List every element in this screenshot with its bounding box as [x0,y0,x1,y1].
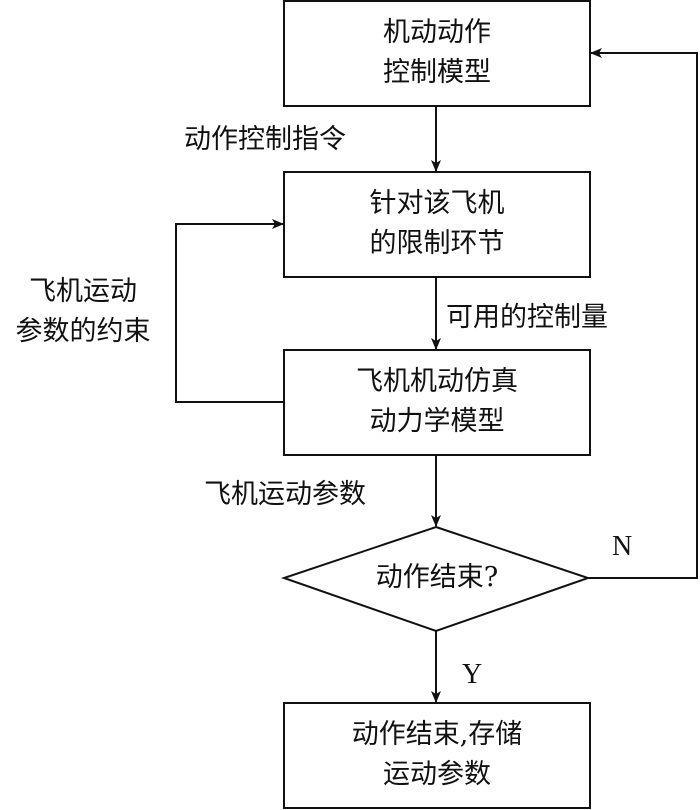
edge-label-available-control: 可用的控制量 [446,302,608,333]
edge-label-yes: Y [462,659,483,690]
node-store-line1: 动作结束,存储 [351,719,523,750]
node-limit-link-line1: 针对该飞机 [369,188,505,219]
node-control-model-line1: 机动动作 [383,17,491,48]
node-store-text: 动作结束,存储 运动参数 [284,715,590,795]
node-control-model-text: 机动动作 控制模型 [284,13,590,93]
edge-label-motion-params: 飞机运动参数 [204,479,366,510]
edge-label-control-command: 动作控制指令 [184,124,346,155]
node-limit-link-line2: 的限制环节 [369,228,505,259]
edge-constraint-loop [175,219,284,403]
edge-label-no: N [612,531,633,562]
edge-label-constraint-line1: 飞机运动 [29,276,137,307]
edge-label-constraint-line2: 参数的约束 [15,316,151,347]
node-decision-line1: 动作结束? [375,562,499,593]
edge-decision-no-loop [588,48,698,579]
node-store-box [283,702,591,809]
edge-label-constraint: 飞机运动 参数的约束 [0,272,166,352]
node-dynamics-model-line1: 飞机机动仿真 [356,366,518,397]
node-dynamics-model-text: 飞机机动仿真 动力学模型 [284,362,590,442]
node-decision-text: 动作结束? [284,558,590,598]
node-control-model-line2: 控制模型 [383,57,491,88]
node-dynamics-model-line2: 动力学模型 [369,406,505,437]
node-store-line2: 运动参数 [383,759,491,790]
node-limit-link-text: 针对该飞机 的限制环节 [284,184,590,264]
